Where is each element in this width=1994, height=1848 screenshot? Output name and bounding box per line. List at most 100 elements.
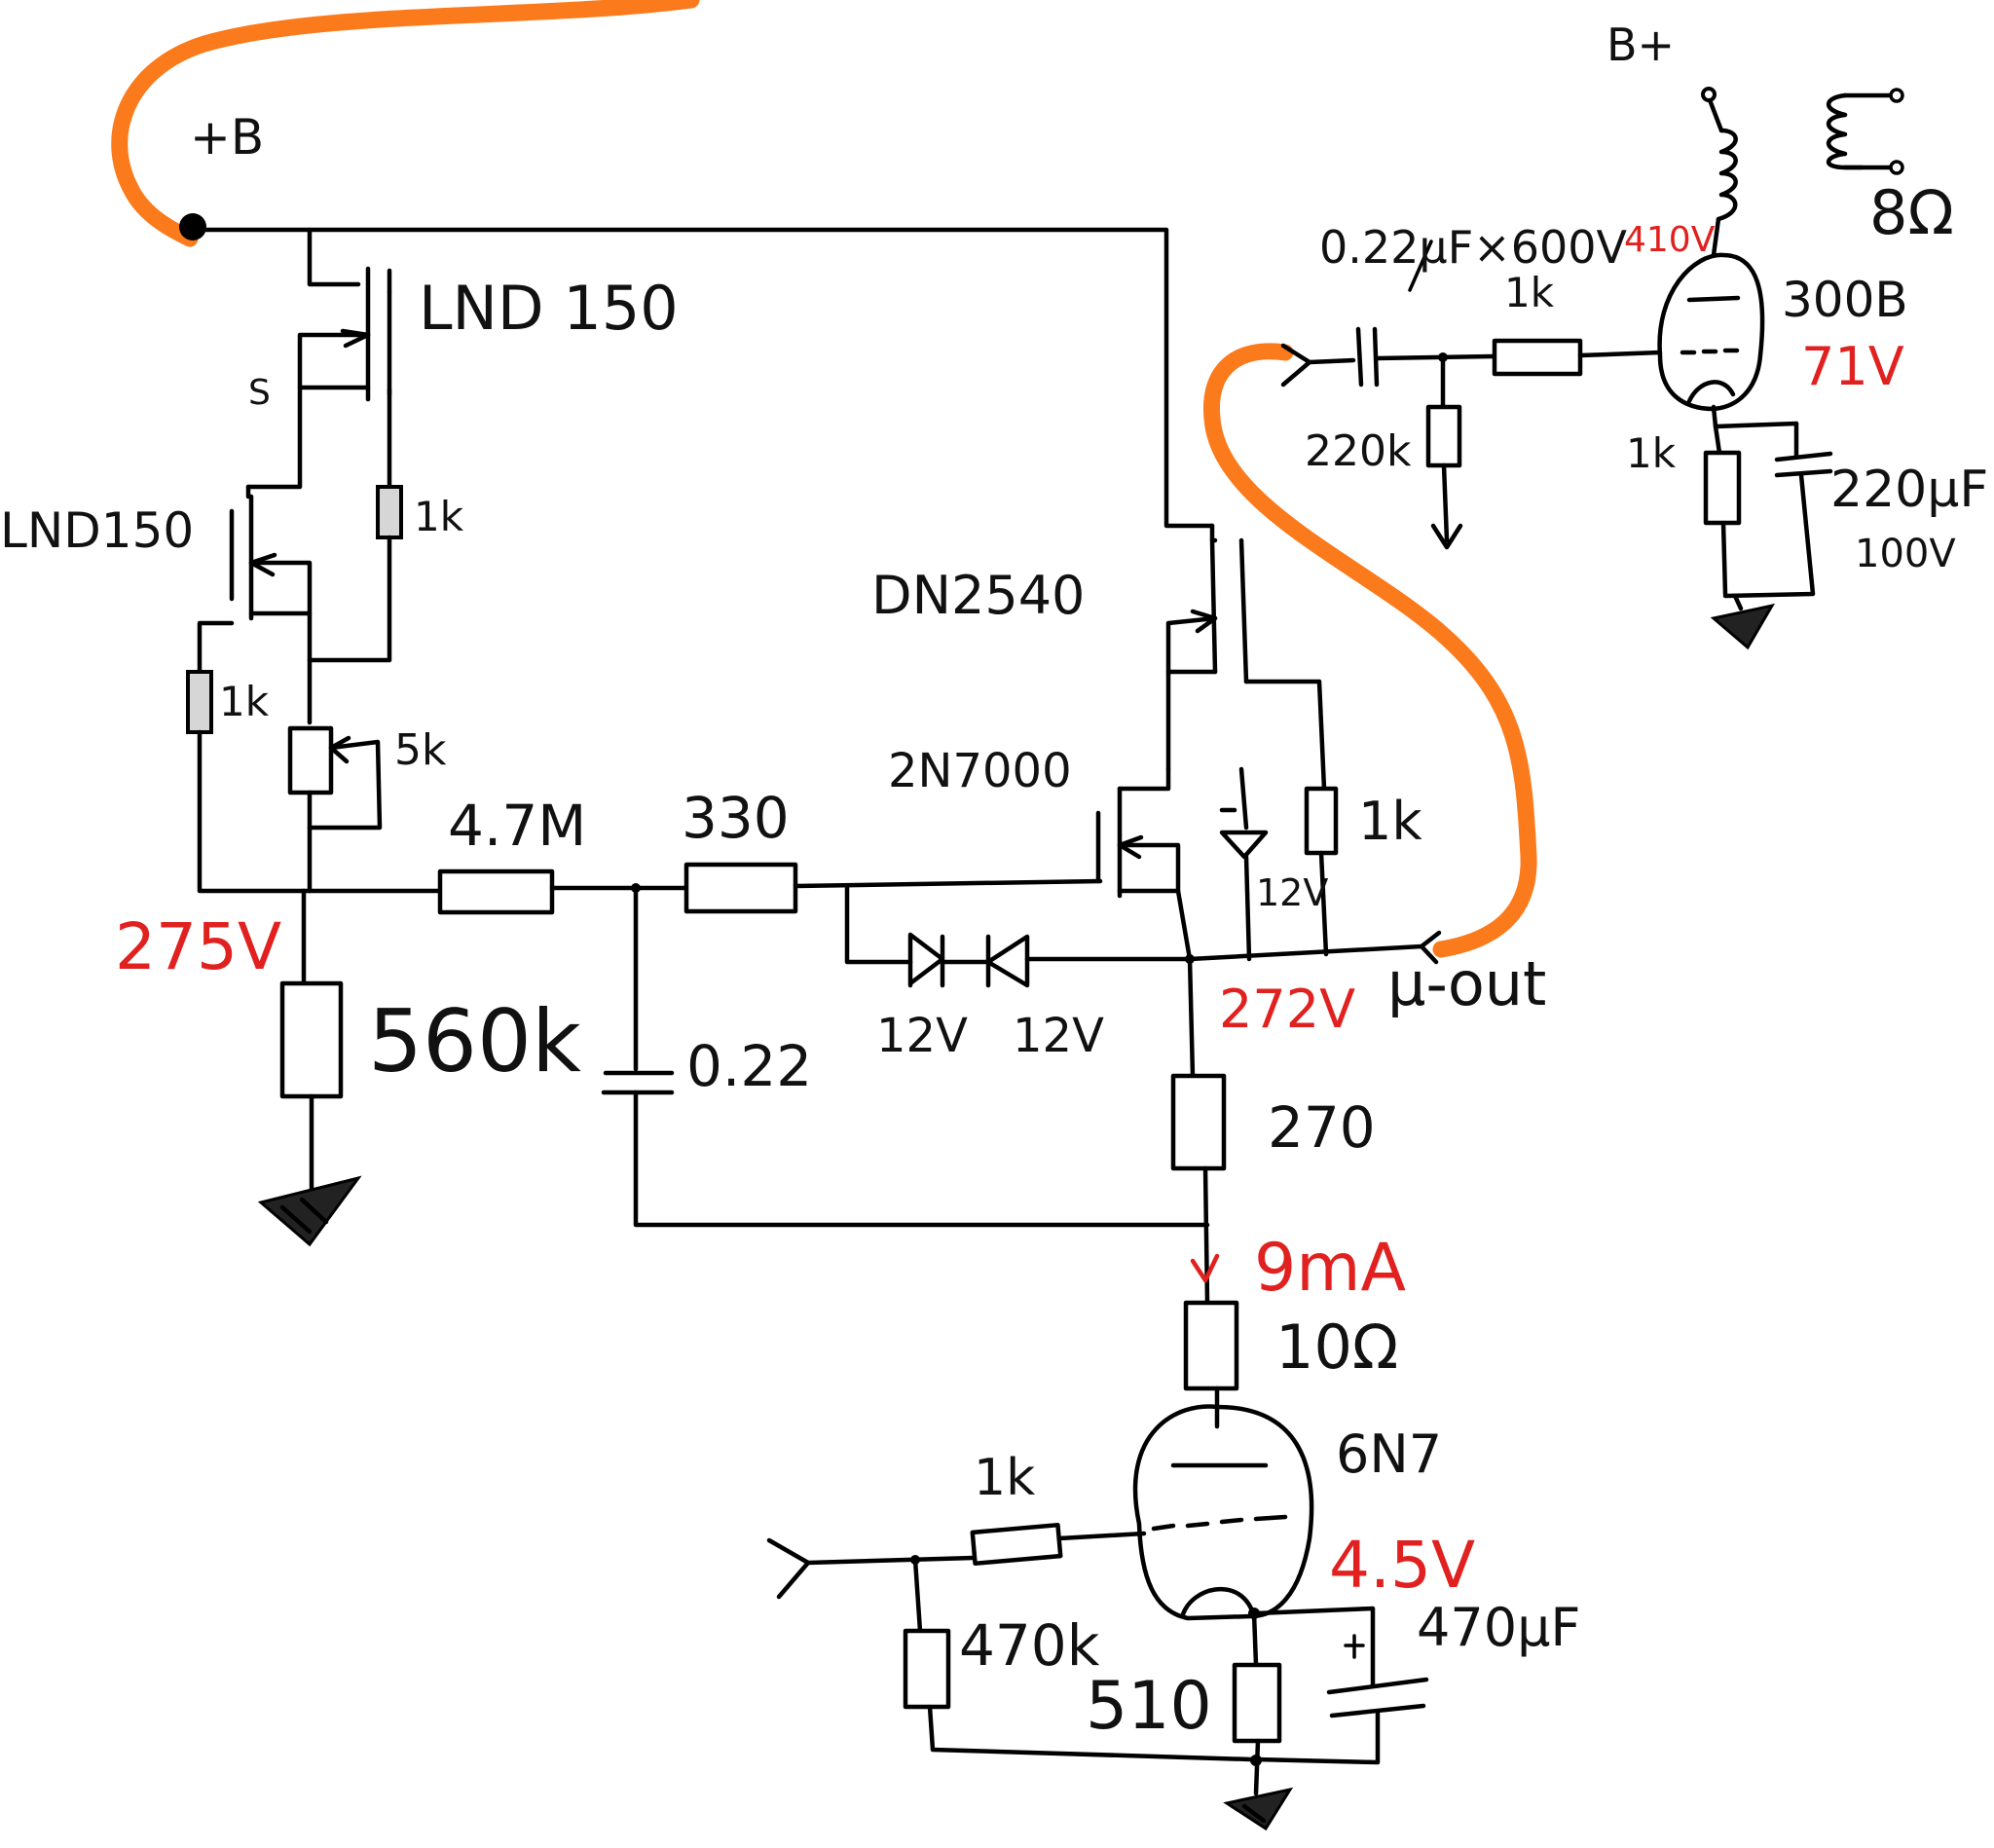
label-v-410: 410V xyxy=(1624,220,1716,260)
mu-out-arrow xyxy=(1419,930,1442,965)
lnd150-lower xyxy=(197,484,313,725)
wire-cathode-to-510 xyxy=(1251,1610,1259,1668)
wire-270-to-10ohm xyxy=(1202,1165,1210,1306)
spk-terminal-bottom xyxy=(1889,160,1904,175)
label-capacitor-100v: 100V xyxy=(1855,532,1956,576)
b-plus-right-terminal xyxy=(1701,87,1717,102)
label-resistor-330: 330 xyxy=(682,785,790,851)
label-lnd150-top: LND 150 xyxy=(419,273,679,344)
label-current-9ma: 9mA xyxy=(1254,1230,1406,1307)
wire-coupling-in xyxy=(1307,357,1356,365)
spk-terminal-top xyxy=(1889,88,1904,103)
wire-input xyxy=(805,1555,977,1566)
label-s-mark: S xyxy=(248,373,271,413)
input-arrow xyxy=(766,1537,811,1600)
wire-300b-plate xyxy=(1711,216,1721,258)
wire-zener-string xyxy=(844,883,913,965)
wire-grid-leak xyxy=(912,1557,923,1634)
label-resistor-470k: 470k xyxy=(959,1612,1100,1679)
lnd150-upper xyxy=(297,227,392,402)
label-resistor-270: 270 xyxy=(1268,1094,1376,1161)
wire-b-plus-right xyxy=(1706,94,1724,133)
wire-cathode-cap xyxy=(1253,1606,1376,1687)
label-spk-8ohm: 8Ω xyxy=(1869,177,1954,248)
label-resistor-1k-right: 1k xyxy=(1358,791,1422,852)
label-zener-12v-c: 12V xyxy=(1256,871,1328,914)
wire-to-ground-300b xyxy=(1732,593,1744,611)
zener-back-to-back xyxy=(907,932,1196,988)
lnd150-upper-drain-leg xyxy=(245,385,303,490)
resistor-470k xyxy=(903,1628,951,1710)
tube-6n7 xyxy=(1132,1404,1314,1621)
label-resistor-1k-grid: 1k xyxy=(974,1449,1035,1507)
resistor-220k xyxy=(1425,404,1462,468)
label-resistor-4-7m: 4.7M xyxy=(448,793,586,859)
wire-output-to-270 xyxy=(1187,956,1196,1079)
resistor-4-7m xyxy=(437,869,555,915)
wire-to-300b-grid xyxy=(1577,350,1663,358)
resistor-560k xyxy=(279,980,344,1099)
wire-300b-cathode xyxy=(1711,404,1799,429)
resistor-1k-cathode xyxy=(1703,450,1742,526)
capacitor-coupling-lead xyxy=(1408,240,1433,292)
wire-grid-stopper-to-grid xyxy=(1056,1531,1147,1541)
label-resistor-10ohm: 10Ω xyxy=(1275,1312,1398,1383)
resistor-10ohm xyxy=(1183,1300,1239,1391)
label-resistor-1k-300b-grid: 1k xyxy=(1504,269,1555,316)
tube-300b xyxy=(1657,252,1765,412)
label-tube-6n7: 6N7 xyxy=(1336,1423,1442,1485)
resistor-1k-top xyxy=(376,485,403,539)
wire-2n7000-source xyxy=(1175,888,1193,962)
pot-5k xyxy=(287,725,334,795)
wire-filter-cap-return xyxy=(633,1090,1210,1228)
label-tube-300b: 300B xyxy=(1782,272,1908,328)
wire-1k-right-down xyxy=(1318,850,1329,957)
resistor-330 xyxy=(683,862,798,914)
capacitor-220uf-plates xyxy=(1774,451,1833,478)
label-pot-5k: 5k xyxy=(394,725,447,775)
label-capacitor-220uf: 220μF xyxy=(1830,461,1988,519)
dn2540-transistor xyxy=(1165,523,1327,792)
label-capacitor-0-22: 0.22 xyxy=(686,1033,812,1099)
label-resistor-220k: 220k xyxy=(1305,426,1412,476)
zener-12v-dn2540 xyxy=(1219,766,1269,962)
label-zener-12v-b: 12V xyxy=(1013,1009,1104,1063)
label-b-plus-right: B+ xyxy=(1606,18,1675,71)
wire-510-down xyxy=(1253,1738,1261,1796)
label-b-plus-left: +B xyxy=(190,109,264,166)
label-v-272: 272V xyxy=(1219,979,1355,1040)
wire-1k-left-down xyxy=(197,729,446,894)
wire-cathode-1k-feed xyxy=(1713,424,1722,456)
orange-wire-b-plus xyxy=(111,0,700,247)
capacitor-470uf-plus xyxy=(1344,1634,1365,1659)
orange-wire-mu-out xyxy=(1202,343,1537,958)
wire-mu-output xyxy=(1187,943,1424,962)
label-2n7000: 2N7000 xyxy=(888,744,1072,798)
label-mu-out: μ-out xyxy=(1387,948,1546,1019)
label-capacitor-470uf: 470μF xyxy=(1417,1597,1581,1658)
wire-470uf-return xyxy=(1253,1711,1381,1765)
wire-coupling-out xyxy=(1374,353,1497,361)
junction-ground-6n7 xyxy=(1250,1755,1262,1766)
pot-5k-wiper xyxy=(307,739,383,831)
label-resistor-510: 510 xyxy=(1086,1668,1212,1745)
wire-cathode-1k-down xyxy=(1720,520,1728,597)
output-transformer-primary xyxy=(1716,128,1738,222)
label-resistor-560k: 560k xyxy=(368,991,581,1091)
wire-330-to-gate xyxy=(793,878,1103,889)
b-plus-node xyxy=(179,213,206,240)
label-dn2540: DN2540 xyxy=(871,565,1085,626)
label-v-4-5: 4.5V xyxy=(1329,1528,1475,1603)
wire-220uf-return xyxy=(1722,472,1816,599)
ground-6n7 xyxy=(1223,1787,1294,1831)
ground-left xyxy=(257,1175,362,1247)
capacitor-coupling-plates xyxy=(1355,326,1380,388)
ground-arrow-220k xyxy=(1430,523,1463,550)
q2n7000-transistor xyxy=(1095,766,1181,899)
wire-220k-down xyxy=(1441,462,1450,543)
ground-300b xyxy=(1710,603,1776,650)
label-resistor-1k-cathode: 1k xyxy=(1626,429,1677,477)
capacitor-470uf-plates xyxy=(1326,1677,1429,1719)
